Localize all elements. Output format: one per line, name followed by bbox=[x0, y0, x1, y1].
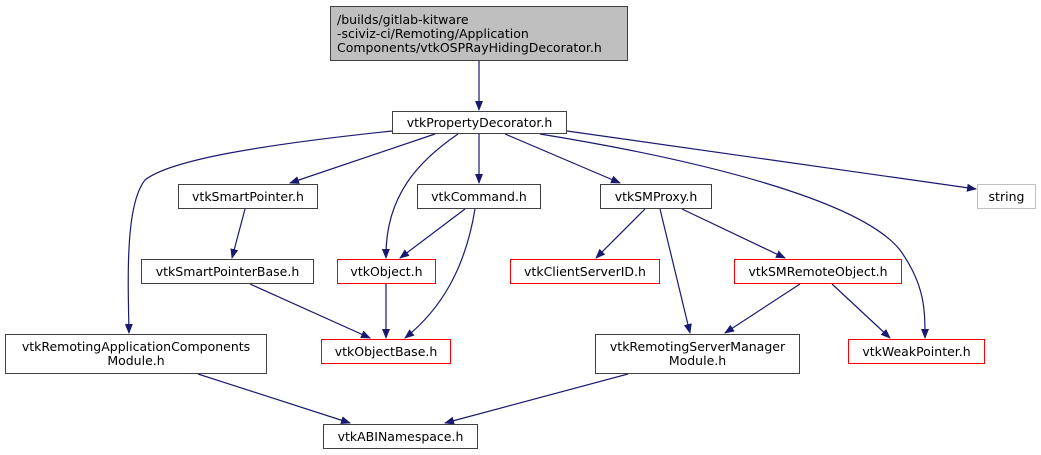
edge-rsmmodule-to-abins bbox=[444, 373, 629, 425]
node-vtkSMProxy[interactable]: vtkSMProxy.h bbox=[600, 184, 712, 209]
edge-smproxy-to-smremote bbox=[681, 208, 786, 259]
node-vtkSMRemoteObject[interactable]: vtkSMRemoteObject.h bbox=[734, 259, 902, 284]
edge-smartptr-to-smartptrbase bbox=[230, 208, 246, 259]
node-vtkObject[interactable]: vtkObject.h bbox=[337, 259, 436, 284]
node-vtkRemotingServerManagerModule[interactable]: vtkRemotingServerManager Module.h bbox=[595, 334, 800, 374]
edge-smremote-to-rsmmodule bbox=[724, 283, 801, 334]
edge-propdec-to-object bbox=[381, 133, 459, 259]
node-vtkOSPRayHidingDecorator[interactable]: /builds/gitlab-kitware -sciviz-ci/Remoti… bbox=[330, 6, 628, 61]
edge-racmodule-to-abins bbox=[197, 373, 351, 425]
node-vtkSmartPointer[interactable]: vtkSmartPointer.h bbox=[178, 184, 318, 209]
edge-propdec-to-racmodule bbox=[124, 130, 393, 334]
edge-command-to-object bbox=[399, 208, 466, 259]
node-string: string bbox=[977, 184, 1036, 209]
edge-smproxy-to-rsmmodule bbox=[659, 208, 692, 334]
edge-propdec-to-weakptr bbox=[539, 133, 929, 339]
node-vtkRemotingApplicationComponentsModule[interactable]: vtkRemotingApplicationComponents Module.… bbox=[5, 334, 267, 374]
edge-command-to-objectbase bbox=[404, 208, 476, 339]
node-vtkWeakPointer[interactable]: vtkWeakPointer.h bbox=[848, 339, 985, 364]
edge-smremote-to-weakptr bbox=[831, 283, 891, 339]
node-vtkSmartPointerBase[interactable]: vtkSmartPointerBase.h bbox=[141, 259, 314, 284]
edges bbox=[124, 61, 977, 425]
node-vtkPropertyDecorator[interactable]: vtkPropertyDecorator.h bbox=[392, 111, 567, 134]
edge-smproxy-to-csid bbox=[595, 208, 646, 259]
edge-smartptrbase-to-objectbase bbox=[249, 283, 371, 339]
edge-propdec-to-string bbox=[566, 130, 977, 192]
node-vtkCommand[interactable]: vtkCommand.h bbox=[417, 184, 541, 209]
edge-propdec-to-smartptr bbox=[289, 133, 436, 184]
node-vtkObjectBase[interactable]: vtkObjectBase.h bbox=[321, 339, 451, 364]
edge-propdec-to-smproxy bbox=[504, 133, 621, 184]
node-vtkABINamespace[interactable]: vtkABINamespace.h bbox=[323, 424, 478, 449]
node-vtkClientServerID[interactable]: vtkClientServerID.h bbox=[510, 259, 660, 284]
